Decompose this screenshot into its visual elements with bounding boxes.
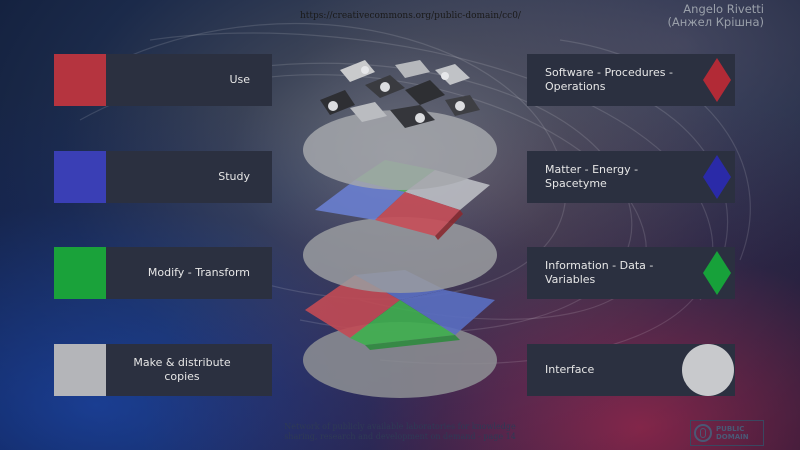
green-swatch	[54, 247, 106, 299]
badge-line-2: DOMAIN	[716, 433, 749, 441]
public-domain-text: PUBLIC DOMAIN	[716, 425, 749, 441]
panel-modify-transform: Modify - Transform	[54, 247, 272, 299]
author-name: Angelo Rivetti (Анжел Крішна)	[667, 3, 764, 29]
panel-information: Information - Data - Variables	[527, 247, 735, 299]
panel-label: Matter - Energy - Spacetyme	[545, 163, 639, 190]
blue-swatch	[54, 151, 106, 203]
green-diamond-icon	[703, 251, 731, 295]
author-name-cyrillic: (Анжел Крішна)	[667, 15, 764, 29]
panel-label: Interface	[545, 363, 595, 376]
footer-caption: Network of publicly available laboratori…	[270, 422, 530, 442]
panel-label: Make & distribute copies	[133, 356, 231, 383]
badge-line-1: PUBLIC	[716, 425, 745, 433]
panel-interface: Interface	[527, 344, 735, 396]
panel-label: Modify - Transform	[147, 266, 250, 279]
panel-label: Study	[218, 170, 250, 183]
footer-line-1: Network of publicly available laboratori…	[284, 422, 516, 431]
layer-stack-illustration	[303, 60, 497, 398]
public-domain-badge[interactable]: PUBLIC DOMAIN	[690, 420, 764, 446]
panel-label: Use	[229, 73, 250, 86]
license-url[interactable]: https://creativecommons.org/public-domai…	[300, 11, 521, 21]
panel-software: Software - Procedures - Operations	[527, 54, 735, 106]
grey-swatch	[54, 344, 106, 396]
top-disc	[303, 110, 497, 190]
footer-line-2: sharing, research and development on dem…	[284, 432, 516, 441]
author-name-latin: Angelo Rivetti	[683, 2, 764, 16]
grey-circle-icon	[682, 344, 734, 396]
panel-matter: Matter - Energy - Spacetyme	[527, 151, 735, 203]
panel-label: Information - Data - Variables	[545, 259, 654, 286]
blue-diamond-icon	[703, 155, 731, 199]
red-swatch	[54, 54, 106, 106]
panel-use: Use	[54, 54, 272, 106]
panel-study: Study	[54, 151, 272, 203]
middle-disc	[303, 217, 497, 293]
red-diamond-icon	[703, 58, 731, 102]
panel-label: Software - Procedures - Operations	[545, 66, 673, 93]
mechanical-parts	[320, 60, 480, 128]
public-domain-icon	[694, 424, 712, 442]
panel-make-distribute-copies: Make & distribute copies	[54, 344, 272, 396]
